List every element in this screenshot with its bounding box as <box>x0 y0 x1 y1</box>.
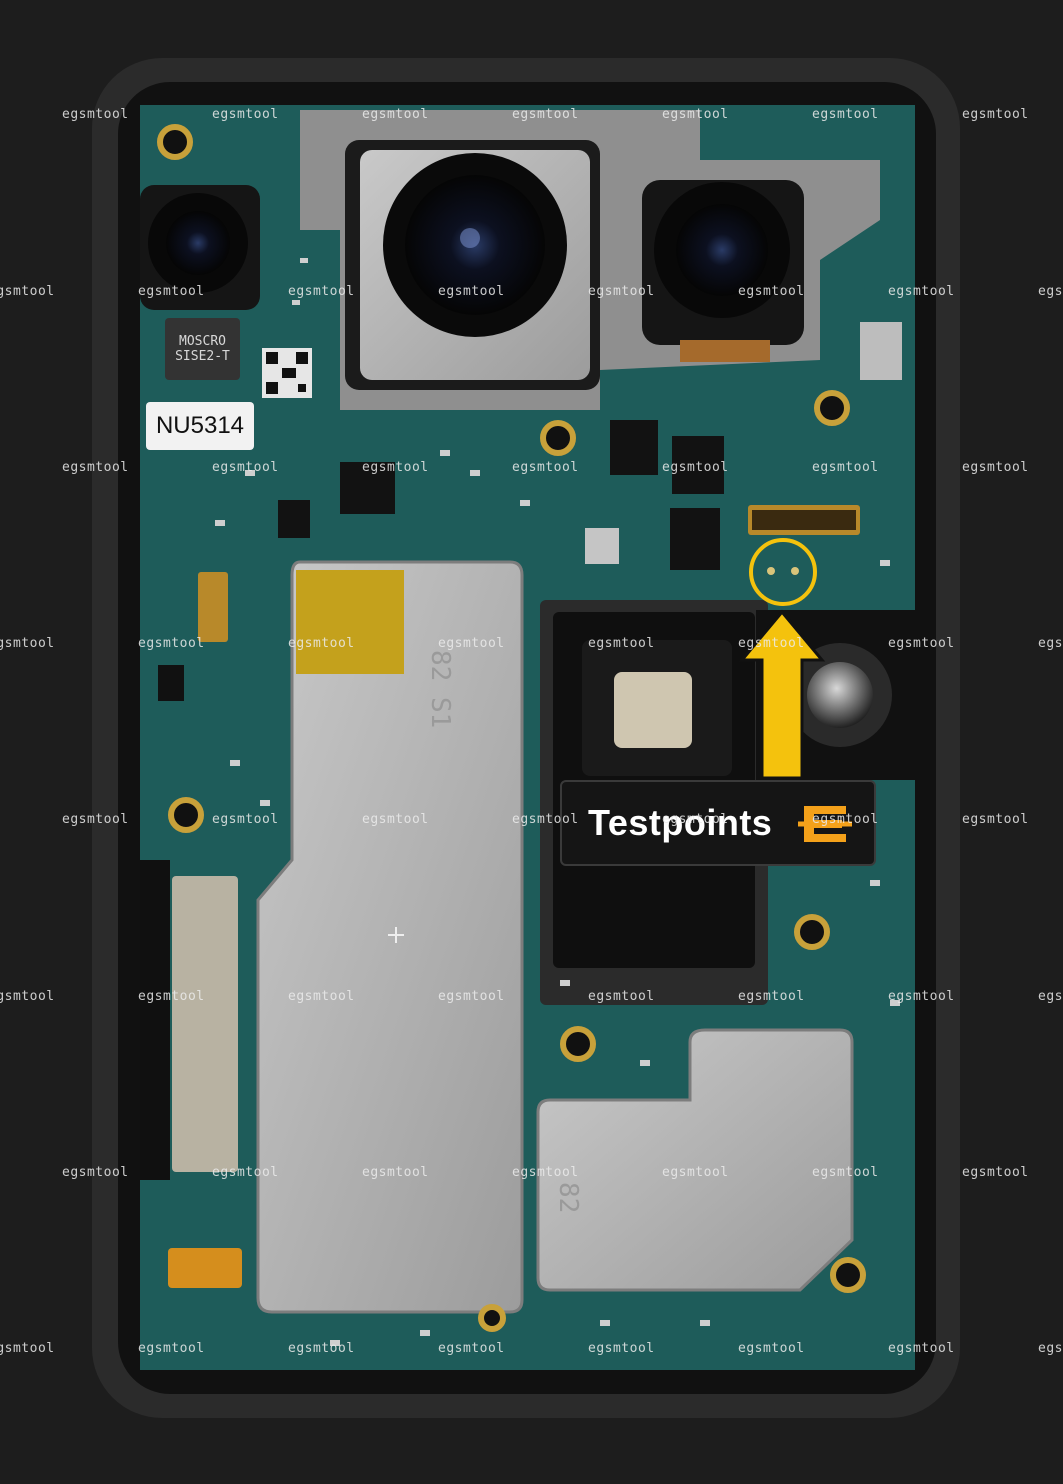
watermark-text: egsmtool <box>588 989 655 1004</box>
watermark-text: egsmtool <box>212 460 279 475</box>
watermark-text: egsmtool <box>212 812 279 827</box>
watermark-text: egsmtool <box>888 989 955 1004</box>
front-camera-lens <box>166 211 230 275</box>
testpoints-label: Testpoints <box>560 780 876 866</box>
watermark-text: egsmtool <box>438 284 505 299</box>
egsmtool-logo-icon <box>798 806 852 842</box>
watermark-text: egsmtool <box>0 284 55 299</box>
watermark-text: egsmtool <box>738 636 805 651</box>
main-shield <box>256 560 524 1314</box>
watermark-text: egsmtool <box>738 284 805 299</box>
watermark-text: egsmtool <box>812 107 879 122</box>
flex-connector <box>168 1248 242 1288</box>
watermark-text: egsmtool <box>812 1165 879 1180</box>
thermal-pad <box>296 570 404 674</box>
watermark-text: egsmtool <box>588 1341 655 1356</box>
watermark-text: egsmtool <box>362 107 429 122</box>
watermark-text: egsmtool <box>662 812 729 827</box>
watermark-text: egsmtool <box>512 1165 579 1180</box>
watermark-text: egsmtool <box>288 1341 355 1356</box>
watermark-text: egsmtool <box>0 636 55 651</box>
watermark-text: egsmtool <box>362 1165 429 1180</box>
watermark-text: egsmtool <box>812 460 879 475</box>
testpoint-arrow <box>738 609 826 780</box>
watermark-text: egsmtool <box>588 636 655 651</box>
testpoints-label-text: Testpoints <box>588 802 773 843</box>
watermark-text: egsmtool <box>62 107 129 122</box>
watermark-text: egsmtool <box>588 284 655 299</box>
watermark-text: egsmtool <box>138 1341 205 1356</box>
watermark-text: egsmtool <box>438 1341 505 1356</box>
watermark-text: egsmtool <box>888 1341 955 1356</box>
watermark-text: egsmtool <box>1038 284 1063 299</box>
side-connector <box>198 572 228 642</box>
flex-strip <box>172 876 238 1172</box>
ultrawide-camera-lens <box>676 204 768 296</box>
watermark-text: egsmtool <box>962 812 1029 827</box>
watermark-text: egsmtool <box>138 989 205 1004</box>
sensor-chip <box>165 318 240 380</box>
watermark-text: egsmtool <box>0 989 55 1004</box>
shield-marking-2: 82 <box>553 1182 583 1214</box>
watermark-text: egsmtool <box>512 812 579 827</box>
watermark-text: egsmtool <box>362 460 429 475</box>
watermark-text: egsmtool <box>138 284 205 299</box>
watermark-text: egsmtool <box>212 107 279 122</box>
watermark-text: egsmtool <box>1038 636 1063 651</box>
watermark-text: egsmtool <box>138 636 205 651</box>
watermark-text: egsmtool <box>438 989 505 1004</box>
watermark-text: egsmtool <box>62 812 129 827</box>
watermark-text: egsmtool <box>662 1165 729 1180</box>
watermark-text: egsmtool <box>212 1165 279 1180</box>
secondary-shield <box>536 1028 854 1292</box>
watermark-text: egsmtool <box>738 1341 805 1356</box>
board-sticker: NU5314 <box>146 402 254 450</box>
watermark-text: egsmtool <box>738 989 805 1004</box>
watermark-text: egsmtool <box>662 107 729 122</box>
watermark-text: egsmtool <box>438 636 505 651</box>
watermark-text: egsmtool <box>288 284 355 299</box>
watermark-text: egsmtool <box>362 812 429 827</box>
watermark-text: egsmtool <box>512 107 579 122</box>
watermark-text: egsmtool <box>1038 989 1063 1004</box>
watermark-text: egsmtool <box>962 107 1029 122</box>
watermark-text: egsmtool <box>288 989 355 1004</box>
watermark-text: egsmtool <box>888 284 955 299</box>
watermark-text: egsmtool <box>288 636 355 651</box>
testpoint-circle <box>749 538 817 606</box>
watermark-text: egsmtool <box>812 812 879 827</box>
watermark-text: egsmtool <box>962 460 1029 475</box>
watermark-text: egsmtool <box>1038 1341 1063 1356</box>
watermark-text: egsmtool <box>62 1165 129 1180</box>
watermark-text: egsmtool <box>512 460 579 475</box>
watermark-text: egsmtool <box>0 1341 55 1356</box>
watermark-text: egsmtool <box>662 460 729 475</box>
watermark-text: egsmtool <box>888 636 955 651</box>
watermark-text: egsmtool <box>962 1165 1029 1180</box>
shield-marking-1: 82 S1 <box>425 650 455 729</box>
watermark-text: egsmtool <box>62 460 129 475</box>
